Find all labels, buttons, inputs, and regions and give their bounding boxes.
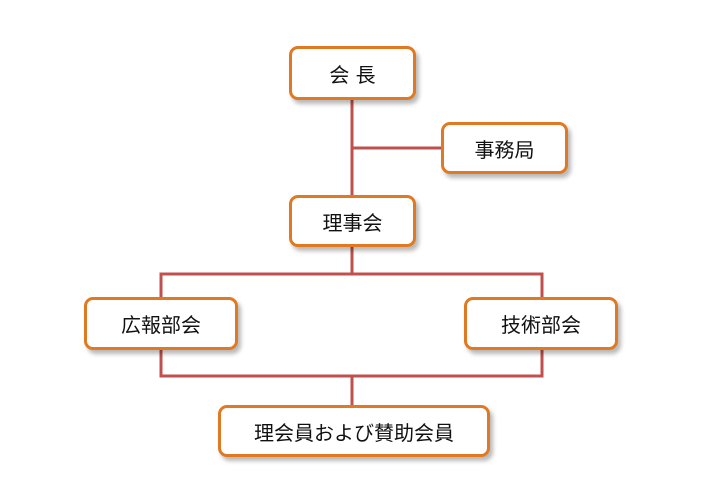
node-chair: 会 長 xyxy=(289,46,416,100)
node-secretariat: 事務局 xyxy=(441,122,568,174)
node-secretariat-label: 事務局 xyxy=(474,137,535,162)
node-members-label: 理会員および賛助会員 xyxy=(254,420,454,445)
node-tech-committee: 技術部会 xyxy=(464,297,618,350)
node-members: 理会員および賛助会員 xyxy=(218,405,490,457)
node-board: 理事会 xyxy=(289,195,416,247)
node-pr-committee: 広報部会 xyxy=(84,297,238,350)
node-tech-committee-label: 技術部会 xyxy=(501,313,581,337)
node-pr-committee-label: 広報部会 xyxy=(121,313,201,337)
node-board-label: 理事会 xyxy=(322,210,383,235)
node-chair-label: 会 長 xyxy=(329,62,376,87)
